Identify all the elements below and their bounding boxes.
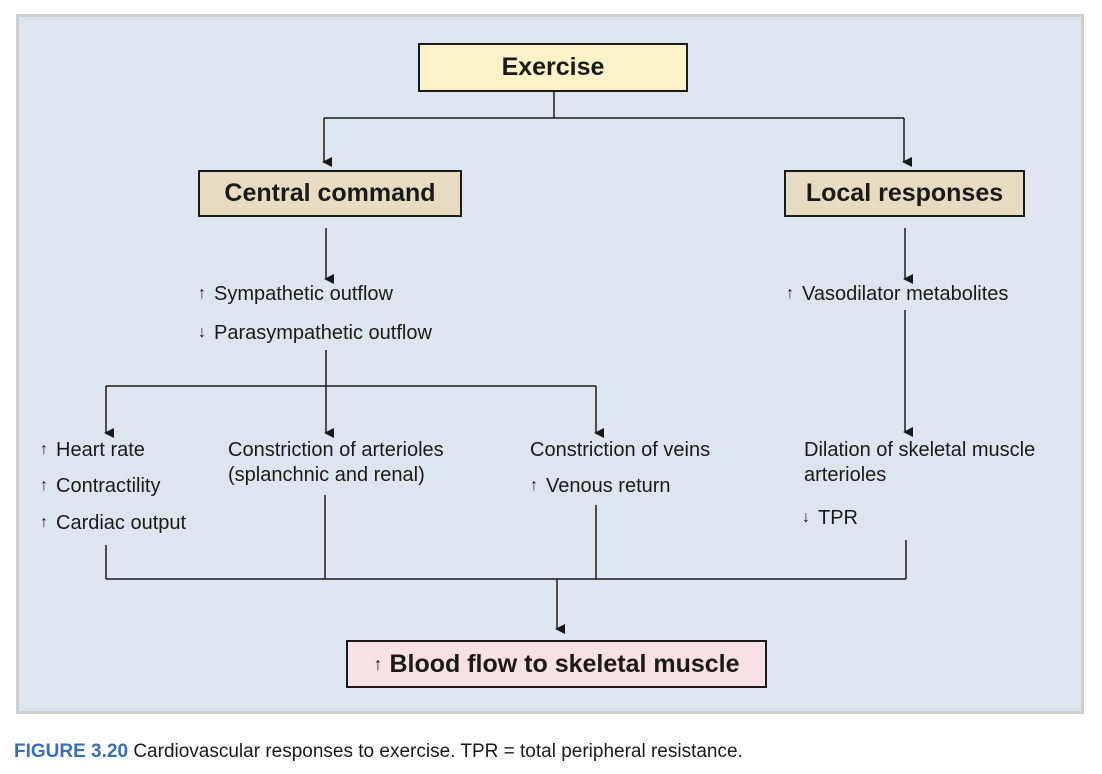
venous-return-label: Venous return — [546, 475, 671, 497]
arrow-up-icon: ↑ — [40, 477, 48, 494]
exercise-box: Exercise — [418, 43, 688, 92]
venous-return-line: ↑ Venous return — [530, 474, 671, 498]
blood-flow-label: Blood flow to skeletal muscle — [389, 649, 740, 678]
veins-line-1: Constriction of veins — [530, 439, 711, 461]
vasodilator-line: ↑ Vasodilator metabolites — [786, 282, 1008, 306]
arrow-up-icon: ↑ — [373, 654, 383, 674]
arrow-up-icon: ↑ — [786, 285, 794, 302]
cardiac-output-label: Cardiac output — [56, 512, 187, 534]
arrow-up-icon: ↑ — [40, 514, 48, 531]
figure-caption-text: Cardiovascular responses to exercise. TP… — [133, 741, 743, 762]
tpr-line: ↓ TPR — [802, 506, 858, 530]
arrow-up-icon: ↑ — [40, 441, 48, 458]
arterioles-line-2: (splanchnic and renal) — [228, 464, 425, 486]
parasympathetic-line: ↓ Parasympathetic outflow — [198, 321, 432, 345]
central-command-label: Central command — [224, 179, 436, 207]
parasympathetic-label: Parasympathetic outflow — [214, 322, 432, 344]
local-responses-box: Local responses — [784, 170, 1025, 217]
blood-flow-box: ↑ Blood flow to skeletal muscle — [346, 640, 767, 688]
local-responses-label: Local responses — [805, 179, 1004, 207]
tpr-label: TPR — [818, 507, 858, 529]
arterioles-line-1: Constriction of arterioles — [228, 439, 444, 461]
cardiac-output-line: ↑ Cardiac output — [40, 511, 186, 535]
arrow-up-icon: ↑ — [198, 285, 206, 302]
central-command-box: Central command — [198, 170, 462, 217]
sympathetic-label: Sympathetic outflow — [214, 283, 393, 305]
figure-caption: FIGURE 3.20 Cardiovascular responses to … — [14, 741, 743, 763]
heart-rate-line: ↑ Heart rate — [40, 438, 145, 462]
arrow-down-icon: ↓ — [198, 324, 206, 341]
exercise-label: Exercise — [501, 53, 605, 81]
dilation-line-2: arterioles — [804, 464, 887, 486]
contractility-label: Contractility — [56, 475, 161, 497]
diagram-panel — [16, 14, 1084, 714]
arrow-up-icon: ↑ — [530, 477, 538, 494]
figure-label: FIGURE 3.20 — [14, 741, 129, 762]
contractility-line: ↑ Contractility — [40, 474, 160, 498]
vasodilator-label: Vasodilator metabolites — [802, 283, 1009, 305]
sympathetic-line: ↑ Sympathetic outflow — [198, 282, 393, 306]
heart-rate-label: Heart rate — [56, 439, 145, 461]
arrow-down-icon: ↓ — [802, 509, 810, 526]
dilation-line-1: Dilation of skeletal muscle — [804, 439, 1036, 461]
